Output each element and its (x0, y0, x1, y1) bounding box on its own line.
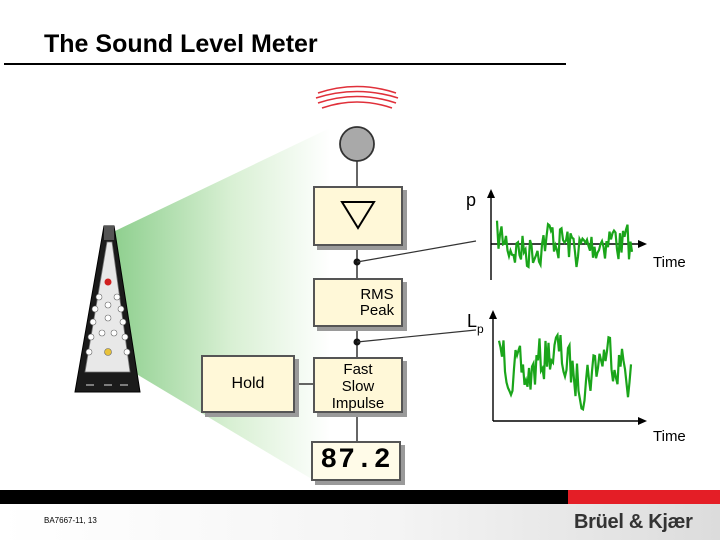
title-rule (4, 63, 566, 65)
time-weighting-fast: Fast (343, 361, 373, 378)
time-weighting-slow: Slow (341, 378, 375, 395)
leader-line-bottom (356, 329, 477, 343)
leader-line-top (356, 240, 477, 263)
time-axis-label-bottom: Time (653, 428, 686, 445)
detector-block: RMS Peak (313, 278, 403, 327)
sound-waves-icon (315, 85, 399, 109)
time-axis-label-top: Time (653, 254, 686, 271)
sound-level-meter-device (74, 225, 141, 393)
page-title: The Sound Level Meter (44, 30, 318, 58)
hold-label: Hold (231, 375, 265, 392)
microphone-icon (339, 126, 375, 162)
hold-block: Hold (201, 355, 295, 413)
detector-label-peak: Peak (359, 302, 395, 319)
preamplifier-block (313, 186, 403, 246)
pressure-axis-label: p (466, 190, 477, 210)
level-graph-axes (489, 310, 647, 425)
level-axis-subscript: p (477, 322, 484, 336)
level-reading-display: 87.2 (311, 441, 401, 481)
detector-label-rms: RMS (360, 286, 394, 303)
footer-bar-black (0, 490, 568, 504)
time-weighting-impulse: Impulse (331, 395, 385, 412)
brand-logo-text: Brüel & Kjær (574, 511, 693, 533)
level-axis-label: Lp (467, 311, 484, 336)
document-code: BA7667-11, 13 (44, 516, 97, 525)
signal-beam (113, 128, 330, 490)
time-weighting-block: Fast Slow Impulse (313, 357, 403, 413)
amplifier-triangle-icon (340, 201, 376, 230)
footer-bar-red (568, 490, 720, 504)
pressure-signal-trace (495, 220, 634, 269)
footer-band (0, 504, 720, 540)
level-axis-letter: L (467, 311, 478, 331)
level-signal-trace (497, 331, 633, 412)
